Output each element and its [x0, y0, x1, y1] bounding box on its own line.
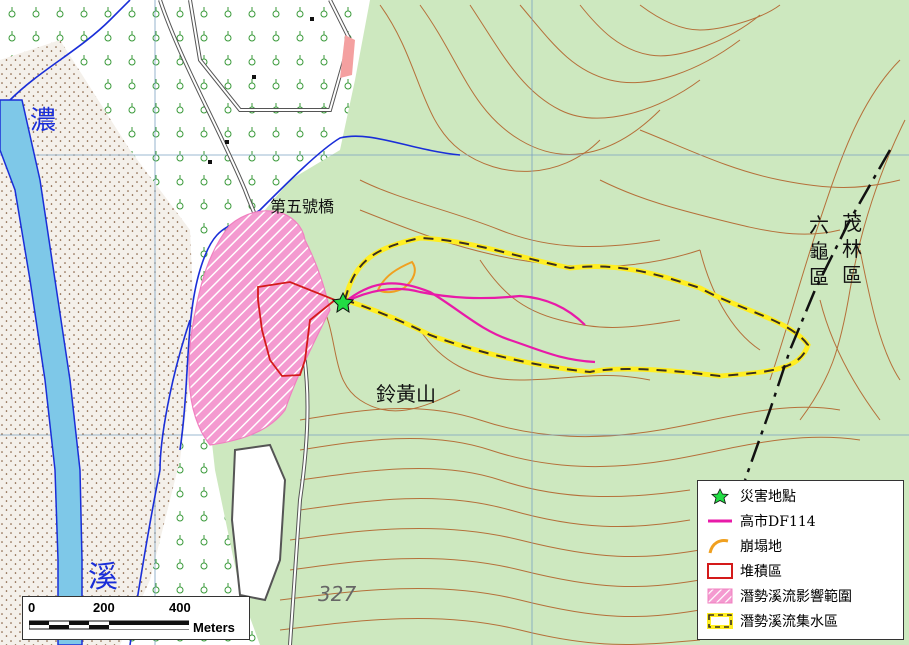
pink-hatched-box-icon: [707, 588, 733, 604]
contour-lines: [279, 4, 906, 645]
yellow-dashed-box-icon: [707, 613, 733, 629]
impact-area: [188, 210, 331, 446]
scale-tick-0: 0: [28, 600, 36, 615]
district-label-liugui: 六龜區: [809, 213, 829, 289]
landslide-area: [376, 260, 416, 294]
debris-flow-lines: [344, 282, 596, 364]
mountain-label: 鈴黃山: [376, 382, 436, 406]
legend-label: 高市DF114: [740, 514, 816, 530]
river-label-lower: 溪: [88, 560, 118, 595]
legend-item-debris-flow: 高市DF114: [706, 510, 816, 532]
district-boundary: [743, 149, 892, 481]
village-block: [230, 443, 287, 602]
scale-bar-graphic: [29, 620, 189, 630]
river-label-upper: 濃: [30, 106, 57, 136]
legend-item-disaster-site: 災害地點: [706, 485, 796, 507]
river: [0, 99, 83, 645]
magenta-line-icon: [708, 519, 732, 523]
disaster-site-star: [331, 291, 355, 314]
district-label-maolin: 茂林區: [842, 211, 862, 287]
orange-outline-icon: [708, 539, 729, 554]
scale-bar: 0 200 400 Meters: [22, 596, 250, 640]
legend-label: 災害地點: [740, 489, 796, 505]
scale-tick-200: 200: [93, 600, 115, 615]
legend-label: 潛勢溪流影響範圍: [740, 589, 852, 605]
map-legend: 災害地點 高市DF114 崩塌地 堆積區 潛勢溪流影響範圍 潛勢溪流集水區: [697, 480, 904, 640]
legend-label: 潛勢溪流集水區: [740, 614, 838, 630]
floodplain-area: [0, 40, 195, 645]
bridge-label: 第五號橋: [270, 197, 335, 216]
elevation-label: 327: [318, 582, 357, 606]
legend-item-impact-area: 潛勢溪流影響範圍: [706, 585, 852, 607]
legend-label: 崩塌地: [740, 539, 782, 555]
deposit-area: [257, 281, 337, 377]
scale-tick-400: 400: [169, 600, 191, 615]
scale-unit: Meters: [193, 620, 235, 635]
legend-label: 堆積區: [740, 564, 782, 580]
green-star-icon: [711, 488, 729, 505]
red-box-icon: [707, 563, 733, 579]
legend-item-deposit: 堆積區: [706, 560, 782, 582]
legend-item-landslide: 崩塌地: [706, 535, 782, 557]
legend-item-catchment: 潛勢溪流集水區: [706, 610, 838, 632]
